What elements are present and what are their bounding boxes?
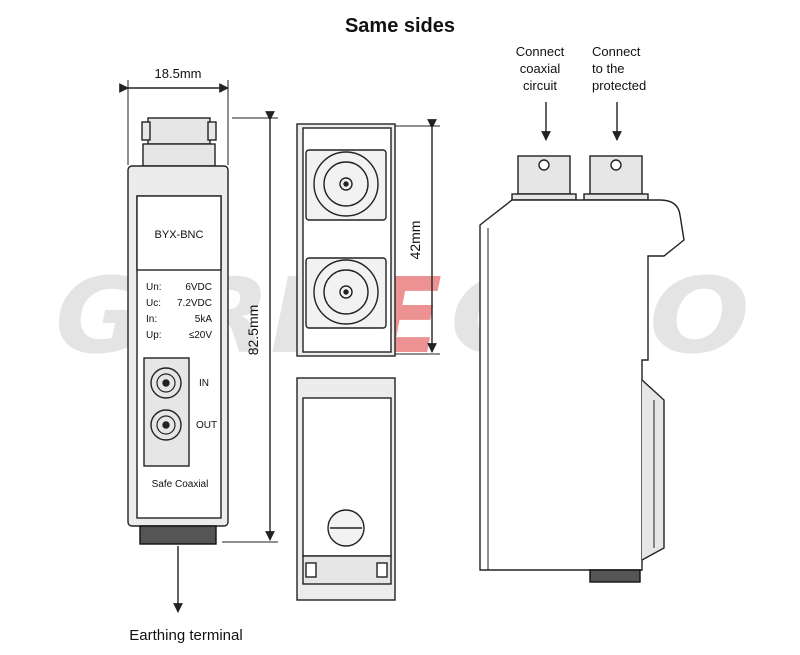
port-in-label: IN <box>199 378 209 389</box>
bnc-bottom-center <box>339 285 353 299</box>
spec-up-value: ≤20V <box>189 330 213 341</box>
dim42-label: 42mm <box>407 221 423 260</box>
connect-coaxial-line-2: coaxial <box>520 61 561 76</box>
bnc-bottom-pin <box>343 289 349 295</box>
bnc-bottom-ring <box>323 269 369 315</box>
connect-protected-line-1: Connect <box>592 44 641 59</box>
model-label: BYX-BNC <box>155 229 204 241</box>
side-connector-coaxial-base <box>511 193 577 201</box>
spec-un-value: 6VDC <box>185 282 212 293</box>
spec-in-value: 5kA <box>195 314 213 325</box>
width-label: 18.5mm <box>155 66 202 81</box>
side-connector-protected-pin <box>610 159 622 171</box>
connect-protected-line-2: to the <box>592 61 625 76</box>
connect-coaxial-label: Connect coaxial circuit <box>516 44 565 93</box>
bnc-port-out-inner <box>156 415 176 435</box>
port-out-label: OUT <box>196 420 217 431</box>
top-connector-ear-right <box>207 121 217 141</box>
earthing-terminal-knob <box>139 525 217 545</box>
bottom-view <box>296 377 396 601</box>
bnc-top-center <box>339 177 353 191</box>
spec-list: Un: 6VDC Uc: 7.2VDC In: 5kA Up: ≤20V <box>146 282 212 341</box>
bnc-port-in <box>150 367 182 399</box>
port-box <box>143 357 190 467</box>
bnc-top-outer <box>313 151 379 217</box>
din-clip-tab-left <box>305 562 317 578</box>
bnc-port-in-inner <box>156 373 176 393</box>
bnc-port-in-pin <box>162 379 170 387</box>
side-din-clip <box>641 379 665 561</box>
front-view <box>119 80 278 613</box>
side-connector-coaxial-pin <box>538 159 550 171</box>
top-view <box>296 119 440 357</box>
top-connector-base <box>142 143 216 167</box>
spec-in-label: In: <box>146 314 157 325</box>
bnc-port-out <box>150 409 182 441</box>
spec-uc-label: Uc: <box>146 298 161 309</box>
earthing-terminal-label: Earthing terminal <box>129 627 242 644</box>
side-earthing-knob <box>589 569 641 583</box>
side-body-outline <box>479 199 685 571</box>
model-box <box>136 195 222 271</box>
connect-coaxial-line-1: Connect <box>516 44 565 59</box>
connect-protected-line-3: protected <box>592 78 646 93</box>
top-connector <box>147 117 211 145</box>
spec-uc-value: 7.2VDC <box>177 298 212 309</box>
brand-label: Safe Coaxial <box>152 479 209 490</box>
side-connector-protected-base <box>583 193 649 201</box>
height-label: 82.5mm <box>245 305 261 356</box>
spec-un-label: Un: <box>146 282 162 293</box>
bnc-top-ring <box>323 161 369 207</box>
side-view <box>479 102 685 583</box>
bnc-top-pin <box>343 181 349 187</box>
connect-coaxial-line-3: circuit <box>523 78 557 93</box>
diagram-title: Same sides <box>345 15 455 37</box>
connect-protected-label: Connect to the protected <box>592 44 646 93</box>
bnc-bottom-outer <box>313 259 379 325</box>
din-clip-tab-right <box>376 562 388 578</box>
spec-up-label: Up: <box>146 330 162 341</box>
bnc-port-out-pin <box>162 421 170 429</box>
top-connector-ear-left <box>141 121 151 141</box>
